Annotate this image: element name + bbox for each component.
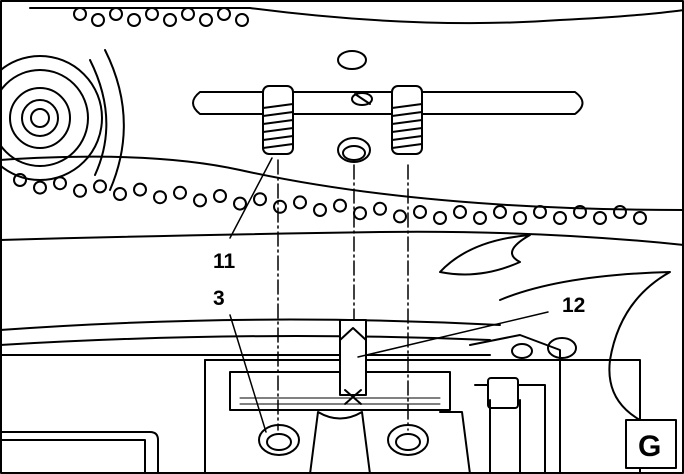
stud-right — [391, 85, 423, 155]
chain-rivet — [213, 189, 227, 203]
guide-bar-slot — [192, 50, 584, 115]
chain-rivet — [573, 205, 587, 219]
chain-rivet — [593, 211, 607, 225]
chain-rivet — [33, 180, 47, 195]
callout-3: 3 — [213, 287, 225, 310]
cover-latch — [469, 334, 577, 474]
chain-rivet — [193, 193, 207, 208]
figure-letter: G — [638, 430, 661, 463]
chain-catcher — [439, 234, 671, 421]
chain-rivet — [633, 211, 647, 225]
callout-11: 11 — [213, 250, 236, 273]
chain-tensioner — [229, 319, 451, 411]
chain-rivet — [313, 203, 327, 217]
chain-rivet — [127, 13, 141, 27]
chain-rivet — [333, 198, 347, 213]
chain-rivet — [553, 211, 567, 225]
chain-rivet — [513, 211, 527, 225]
figure-letter-box — [625, 419, 677, 469]
chain-rivet — [217, 7, 231, 21]
chain-rivet — [233, 196, 247, 211]
chain-rivet — [373, 201, 387, 216]
guide-bar-upper — [0, 7, 684, 246]
chain-rivet — [163, 13, 177, 27]
chain-rivet — [533, 205, 547, 219]
chain-rivet — [133, 182, 147, 197]
chain-rivet — [73, 7, 87, 21]
leader-lines — [229, 157, 549, 433]
chain-rivet — [433, 211, 447, 225]
saw-chain — [13, 7, 647, 225]
chain-rivet — [393, 209, 407, 224]
stud-left — [262, 85, 294, 155]
chain-rivet — [53, 176, 67, 191]
chain-rivet — [273, 199, 287, 214]
chain-rivet — [235, 13, 249, 27]
chain-rivet — [413, 205, 427, 219]
chain-rivet — [109, 7, 123, 21]
chain-rivet — [91, 13, 105, 27]
chain-rivet — [293, 195, 307, 210]
callout-12: 12 — [562, 294, 585, 317]
oil-hole — [337, 137, 371, 163]
chain-rivet — [93, 179, 107, 194]
chain-rivet — [199, 13, 213, 27]
leader-3 — [229, 314, 267, 433]
chain-rivet — [353, 206, 367, 221]
chain-rivet — [253, 192, 267, 207]
chain-rivet — [493, 205, 507, 219]
leader-11 — [229, 157, 273, 239]
chain-rivet — [113, 187, 127, 201]
chain-rivet — [613, 205, 627, 219]
chain-rivet — [73, 183, 87, 198]
chain-rivet — [153, 190, 167, 205]
alignment-lines — [277, 159, 409, 431]
leader-12 — [357, 311, 549, 358]
chain-rivet — [453, 205, 467, 219]
chain-rivet — [173, 185, 187, 200]
chain-rivet — [181, 7, 195, 21]
chain-rivet — [145, 7, 159, 21]
drive-sprocket — [0, 49, 125, 191]
housing-holes — [258, 411, 471, 474]
chain-rivet — [473, 211, 487, 225]
chain-rivet — [13, 173, 27, 187]
